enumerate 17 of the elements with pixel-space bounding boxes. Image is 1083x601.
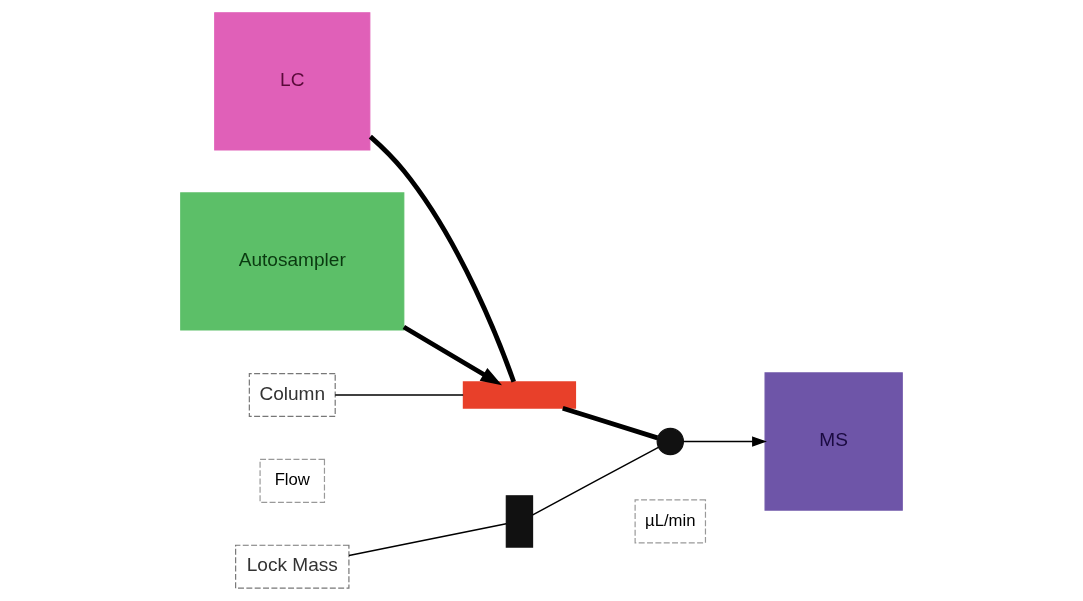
node-box: MS [764,372,903,511]
node-box: Column [248,372,336,418]
node-box: LC [214,12,371,151]
connector [334,394,464,396]
label: Flow [274,470,310,490]
connector [348,523,507,557]
arrow [402,325,502,386]
node-box: Autosampler [180,192,405,331]
node-bar [462,381,577,409]
connector [532,446,660,516]
connector [368,134,516,383]
arrow [682,436,767,447]
connector [562,405,659,441]
label: µL/min [645,510,696,530]
node-box: Lock Mass [235,544,350,589]
node-circle [656,427,684,456]
node-bar [505,495,534,548]
